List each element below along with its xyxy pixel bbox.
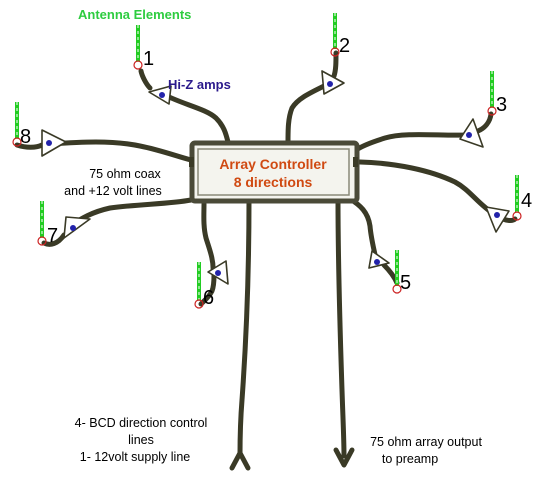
controller-subtitle: 8 directions	[234, 174, 313, 190]
cable-8	[47, 139, 194, 163]
antenna-element-1	[133, 25, 143, 70]
controller-output-lines	[229, 197, 355, 471]
antenna-element-3	[487, 71, 497, 116]
element-number-8: 8	[20, 126, 31, 148]
output-label-line-2: to preamp	[382, 452, 438, 466]
controller-title: Array Controller	[219, 156, 327, 172]
bcd-label-line-3: 1- 12volt supply line	[80, 450, 191, 464]
bcd-label-line-1: 4- BCD direction control	[75, 416, 208, 430]
element-number-6: 6	[203, 287, 214, 309]
antenna-element-8	[12, 102, 22, 147]
element-number-2: 2	[339, 35, 350, 57]
bcd-control-line	[237, 197, 252, 458]
antenna-element-7	[37, 201, 47, 246]
coax-label-line-2: and +12 volt lines	[64, 184, 162, 198]
amp-triangle-4	[485, 206, 510, 233]
cable-6	[201, 201, 216, 275]
element-number-5: 5	[400, 272, 411, 294]
array-output-line	[335, 197, 347, 459]
amp-triangle-6	[207, 260, 229, 285]
amp-triangle-1	[148, 85, 172, 105]
element-number-7: 7	[47, 225, 58, 247]
cable-2	[285, 82, 329, 145]
cable-1	[156, 89, 231, 145]
antenna-elements-title: Antenna Elements	[78, 7, 191, 22]
element-number-1: 1	[143, 48, 154, 70]
antenna-element-6	[194, 262, 204, 309]
amp-triangle-8	[41, 129, 67, 157]
cable-3	[353, 132, 469, 153]
array-controller: Array Controller 8 directions	[189, 140, 360, 204]
cable-4	[357, 159, 497, 217]
array-output-arrowhead	[333, 447, 355, 468]
bcd-line-fork-right	[237, 450, 251, 471]
antenna-elements	[12, 13, 522, 309]
coax-label-line-1: 75 ohm coax	[89, 167, 161, 181]
antenna-element-2	[330, 13, 340, 57]
element-numbers: 1 2 3 4 5 6 7 8	[20, 35, 532, 309]
amp-triangle-2	[321, 70, 345, 95]
element-number-3: 3	[496, 94, 507, 116]
antenna-element-4	[512, 175, 522, 221]
antenna-element-5	[392, 250, 402, 294]
cable-5	[347, 196, 379, 262]
element-lead-6	[198, 272, 217, 307]
bcd-label-line-2: lines	[128, 433, 154, 447]
element-lead-3	[475, 111, 494, 134]
element-lead-2	[331, 50, 339, 79]
element-lead-1	[138, 68, 153, 91]
hi-z-amps	[41, 70, 510, 285]
cable-7	[65, 197, 194, 230]
amp-triangle-3	[459, 118, 484, 148]
amp-triangle-7	[63, 216, 91, 239]
output-label-line-1: 75 ohm array output	[370, 435, 482, 449]
hi-z-amps-label: Hi-Z amps	[168, 77, 231, 92]
amp-triangle-5	[368, 250, 390, 269]
element-number-4: 4	[521, 190, 532, 212]
